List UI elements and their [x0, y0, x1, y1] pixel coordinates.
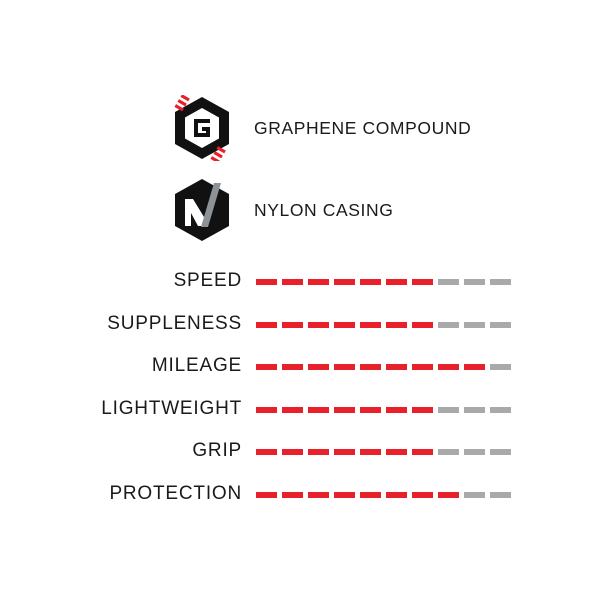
feature-graphene: GRAPHENE COMPOUND [171, 95, 471, 161]
rating-segment-filled [334, 491, 355, 498]
rating-segment-empty [464, 449, 485, 455]
rating-segment-filled [386, 321, 407, 328]
rating-row-speed: SPEED [0, 266, 600, 296]
rating-segment-empty [438, 279, 459, 285]
feature-nylon-label: NYLON CASING [254, 199, 394, 220]
rating-segment-filled [256, 279, 277, 285]
rating-segment-empty [464, 491, 485, 498]
rating-segment-filled [412, 449, 433, 455]
rating-segment-empty [490, 449, 511, 455]
rating-segment-filled [308, 491, 329, 498]
rating-segment-filled [256, 406, 277, 413]
rating-row-lightweight: LIGHTWEIGHT [0, 394, 600, 424]
rating-segment-filled [386, 279, 407, 285]
rating-bar [256, 364, 516, 370]
rating-segment-filled [464, 364, 485, 370]
rating-segment-empty [490, 364, 511, 370]
rating-row-suppleness: SUPPLENESS [0, 309, 600, 339]
rating-segment-filled [282, 321, 303, 328]
rating-segment-filled [360, 321, 381, 328]
rating-segment-empty [464, 406, 485, 413]
rating-bar [256, 449, 516, 455]
rating-segment-filled [256, 449, 277, 455]
rating-segment-filled [412, 321, 433, 328]
rating-segment-filled [334, 406, 355, 413]
feature-graphene-label: GRAPHENE COMPOUND [254, 117, 472, 138]
rating-bar [256, 491, 516, 498]
rating-label: GRIP [192, 440, 242, 461]
rating-bar [256, 279, 516, 285]
rating-row-grip: GRIP [0, 436, 600, 466]
rating-segment-empty [438, 449, 459, 455]
rating-segment-empty [490, 279, 511, 285]
rating-segment-filled [412, 279, 433, 285]
graphene-g-icon [174, 95, 229, 161]
rating-segment-empty [438, 321, 459, 328]
rating-segment-filled [360, 449, 381, 455]
rating-segment-filled [360, 279, 381, 285]
rating-segment-filled [412, 491, 433, 498]
rating-segment-filled [438, 364, 459, 370]
feature-nylon: NYLON CASING [171, 177, 393, 243]
rating-segment-filled [412, 406, 433, 413]
rating-label: MILEAGE [151, 355, 242, 376]
rating-label: PROTECTION [109, 482, 242, 504]
rating-segment-filled [334, 321, 355, 328]
rating-segment-empty [490, 406, 511, 413]
rating-segment-filled [256, 364, 277, 370]
rating-segment-filled [386, 406, 407, 413]
rating-row-mileage: MILEAGE [0, 351, 600, 381]
rating-segment-filled [386, 364, 407, 370]
rating-segment-filled [334, 449, 355, 455]
rating-segment-filled [334, 279, 355, 285]
rating-segment-filled [438, 491, 459, 498]
rating-label: LIGHTWEIGHT [101, 397, 242, 419]
rating-segment-filled [256, 491, 277, 498]
rating-segment-empty [464, 321, 485, 328]
rating-segment-filled [334, 364, 355, 370]
rating-segment-filled [308, 321, 329, 328]
rating-segment-filled [282, 279, 303, 285]
rating-segment-filled [386, 449, 407, 455]
rating-bar [256, 321, 516, 328]
rating-segment-filled [412, 364, 433, 370]
rating-segment-filled [360, 406, 381, 413]
rating-segment-filled [282, 491, 303, 498]
rating-segment-filled [282, 449, 303, 455]
rating-label: SUPPLENESS [107, 312, 242, 334]
rating-segment-empty [490, 491, 511, 498]
rating-segment-filled [386, 491, 407, 498]
nylon-n-icon [175, 179, 229, 241]
rating-segment-filled [282, 406, 303, 413]
rating-segment-filled [282, 364, 303, 370]
rating-label: SPEED [173, 270, 242, 291]
rating-row-protection: PROTECTION [0, 479, 600, 509]
rating-segment-filled [308, 279, 329, 285]
rating-segment-filled [308, 406, 329, 413]
rating-segment-filled [308, 364, 329, 370]
rating-segment-empty [490, 321, 511, 328]
rating-segment-filled [308, 449, 329, 455]
rating-segment-filled [256, 321, 277, 328]
rating-bar [256, 406, 516, 413]
rating-segment-empty [464, 279, 485, 285]
rating-segment-filled [360, 491, 381, 498]
rating-segment-filled [360, 364, 381, 370]
rating-segment-empty [438, 406, 459, 413]
